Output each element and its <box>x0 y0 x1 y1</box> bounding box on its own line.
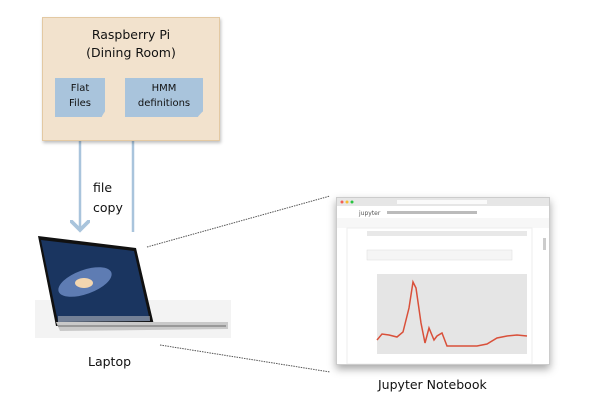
hmm-definitions-doc: HMM definitions <box>125 78 203 117</box>
file-copy-line2: copy <box>93 200 123 215</box>
laptop-image <box>35 236 231 338</box>
jupyter-notebook-screenshot: jupyter <box>336 197 550 365</box>
hmm-line1: HMM <box>151 83 177 94</box>
plot-series-line <box>376 279 528 347</box>
flat-files-doc: Flat Files <box>55 78 105 117</box>
hmm-line2: definitions <box>137 98 191 109</box>
notebook-window: jupyter <box>337 198 549 364</box>
flat-files-line2: Files <box>69 98 91 109</box>
file-copy-label: file copy <box>93 178 123 218</box>
jupyter-logo: jupyter <box>358 210 381 217</box>
raspberry-pi-title: Raspberry Pi (Dining Room) <box>42 26 220 62</box>
laptop-label: Laptop <box>88 354 132 369</box>
plot-area <box>377 274 527 354</box>
jupyter-notebook-label: Jupyter Notebook <box>378 377 487 392</box>
pi-title-line2: (Dining Room) <box>86 45 176 60</box>
zoom-line-bottom <box>159 344 331 373</box>
file-copy-line1: file <box>93 180 113 195</box>
flat-files-line1: Flat <box>70 83 90 94</box>
pi-title-line1: Raspberry Pi <box>91 27 171 42</box>
zoom-line-top <box>146 195 331 248</box>
